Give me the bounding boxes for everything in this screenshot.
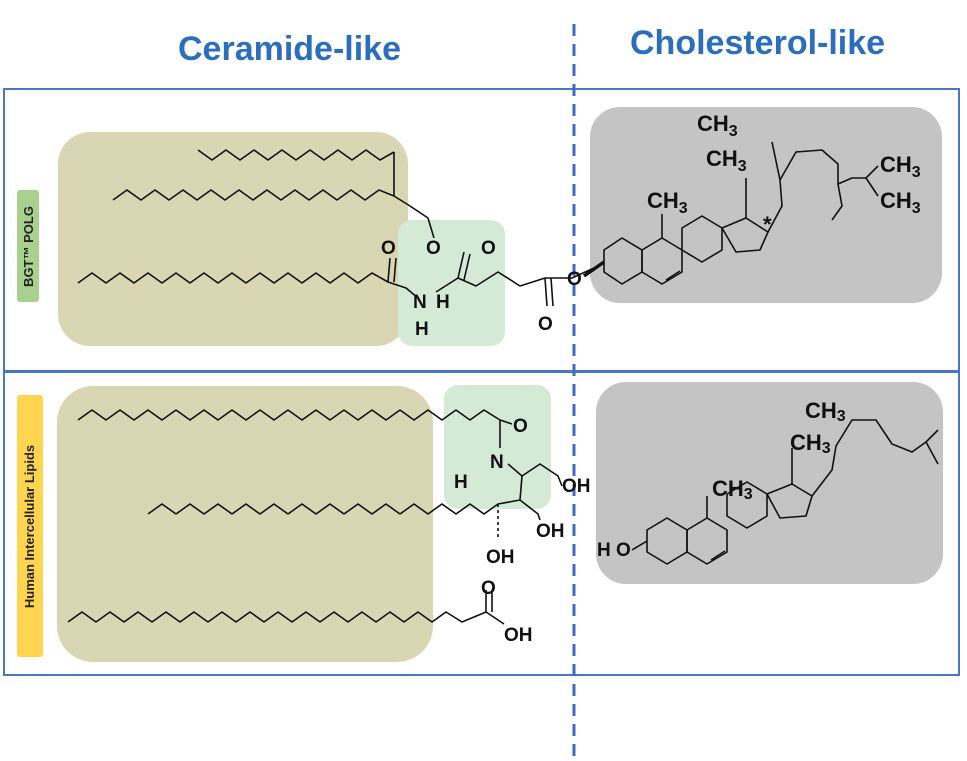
human-ch3-c10: CH3 xyxy=(712,476,753,503)
bgt-side-chain xyxy=(767,149,866,233)
bgt-o-bond xyxy=(582,260,606,278)
human-ch3-c13: CH3 xyxy=(790,430,831,457)
bgt-ester2-o: O xyxy=(538,314,553,335)
ceramide-like-header: Ceramide-like xyxy=(178,30,401,68)
human-sphingoid-backbone xyxy=(519,475,541,521)
human-chain-1 xyxy=(77,409,501,421)
human-acid-oh-bond xyxy=(485,611,505,625)
bgt-link-o: O xyxy=(567,269,582,290)
bgt-backbone xyxy=(435,267,595,293)
bgt-amide-o: O xyxy=(381,238,396,259)
bgt-chiral-star: * xyxy=(763,212,772,237)
bgt-ester2-carbonyl-2 xyxy=(550,277,554,307)
human-side-chain xyxy=(811,419,927,497)
bgt-ring-c xyxy=(681,215,723,263)
human-ring-d xyxy=(766,483,813,519)
human-ch3-top: CH3 xyxy=(805,398,846,425)
human-polar-region xyxy=(444,385,551,509)
bgt-hydrophobic-region xyxy=(58,132,408,346)
bgt-ring-d xyxy=(721,217,769,253)
human-ring-double xyxy=(710,550,726,561)
human-acid-oh: OH xyxy=(504,625,533,646)
bgt-ch3-iso-1: CH3 xyxy=(880,152,921,181)
bgt-chain-3 xyxy=(77,272,389,284)
bgt-chain-2 xyxy=(112,189,395,201)
human-sphingoid-head xyxy=(507,463,563,487)
human-ho-bond xyxy=(631,540,648,551)
human-hydrophobic-region xyxy=(57,386,433,662)
bgt-amide-carbonyl-2 xyxy=(393,257,397,283)
bgt-isopropyl-2 xyxy=(865,177,879,197)
human-ceramide-o: O xyxy=(513,416,528,437)
bgt-chain-1 xyxy=(197,149,395,161)
bgt-nh-label: H xyxy=(436,292,450,313)
bgt-ester-o-link xyxy=(427,217,435,239)
human-ring-c xyxy=(726,481,768,529)
bgt-side-methyl xyxy=(771,141,781,181)
human-ceramide-h: H xyxy=(454,472,468,493)
human-side-end-2 xyxy=(925,441,939,465)
bgt-branch xyxy=(393,152,429,219)
bgt-nh-n: N xyxy=(413,292,427,313)
bgt-ch3-iso-2: CH3 xyxy=(880,188,921,217)
bgt-ester2-carbonyl xyxy=(544,277,548,307)
bgt-ethyl xyxy=(831,183,843,221)
cholesterol-like-header: Cholesterol-like xyxy=(630,24,886,62)
bgt-ester-o-2: O xyxy=(481,238,496,259)
bgt-ester-carbonyl xyxy=(457,251,465,279)
human-lipids-label: Human Intercellular Lipids xyxy=(17,395,43,657)
bgt-ring-double xyxy=(665,270,681,281)
bgt-ester-o-1: O xyxy=(426,238,441,259)
human-side-end-1 xyxy=(925,429,939,443)
human-chain-3 xyxy=(67,611,487,623)
human-ceramide-carbonyl xyxy=(499,419,513,425)
human-acid-o: O xyxy=(481,578,496,599)
bgt-ch3-c10: CH3 xyxy=(647,188,688,217)
bgt-sterol-region xyxy=(590,107,942,303)
bgt-amide-link xyxy=(387,281,419,299)
bgt-nh-h: H xyxy=(415,319,429,340)
bgt-ester-carbonyl-2 xyxy=(463,253,471,281)
bgt-amide-carbonyl xyxy=(387,257,391,283)
human-oh-2: OH xyxy=(536,521,565,542)
bgt-ch3-top: CH3 xyxy=(697,111,738,140)
human-oh-1: OH xyxy=(562,476,591,497)
bgt-polg-label: BGT™ POLG xyxy=(17,190,39,302)
bgt-isopropyl-1 xyxy=(865,165,879,179)
human-chain-2 xyxy=(147,499,521,515)
human-oh-3: OH xyxy=(486,547,515,568)
human-sterol-region xyxy=(596,382,943,584)
human-ho-label: H O xyxy=(597,540,631,561)
bgt-ch3-c13: CH3 xyxy=(706,146,747,175)
human-ceramide-n-label: N xyxy=(490,452,504,473)
human-lipids-panel xyxy=(3,370,960,676)
